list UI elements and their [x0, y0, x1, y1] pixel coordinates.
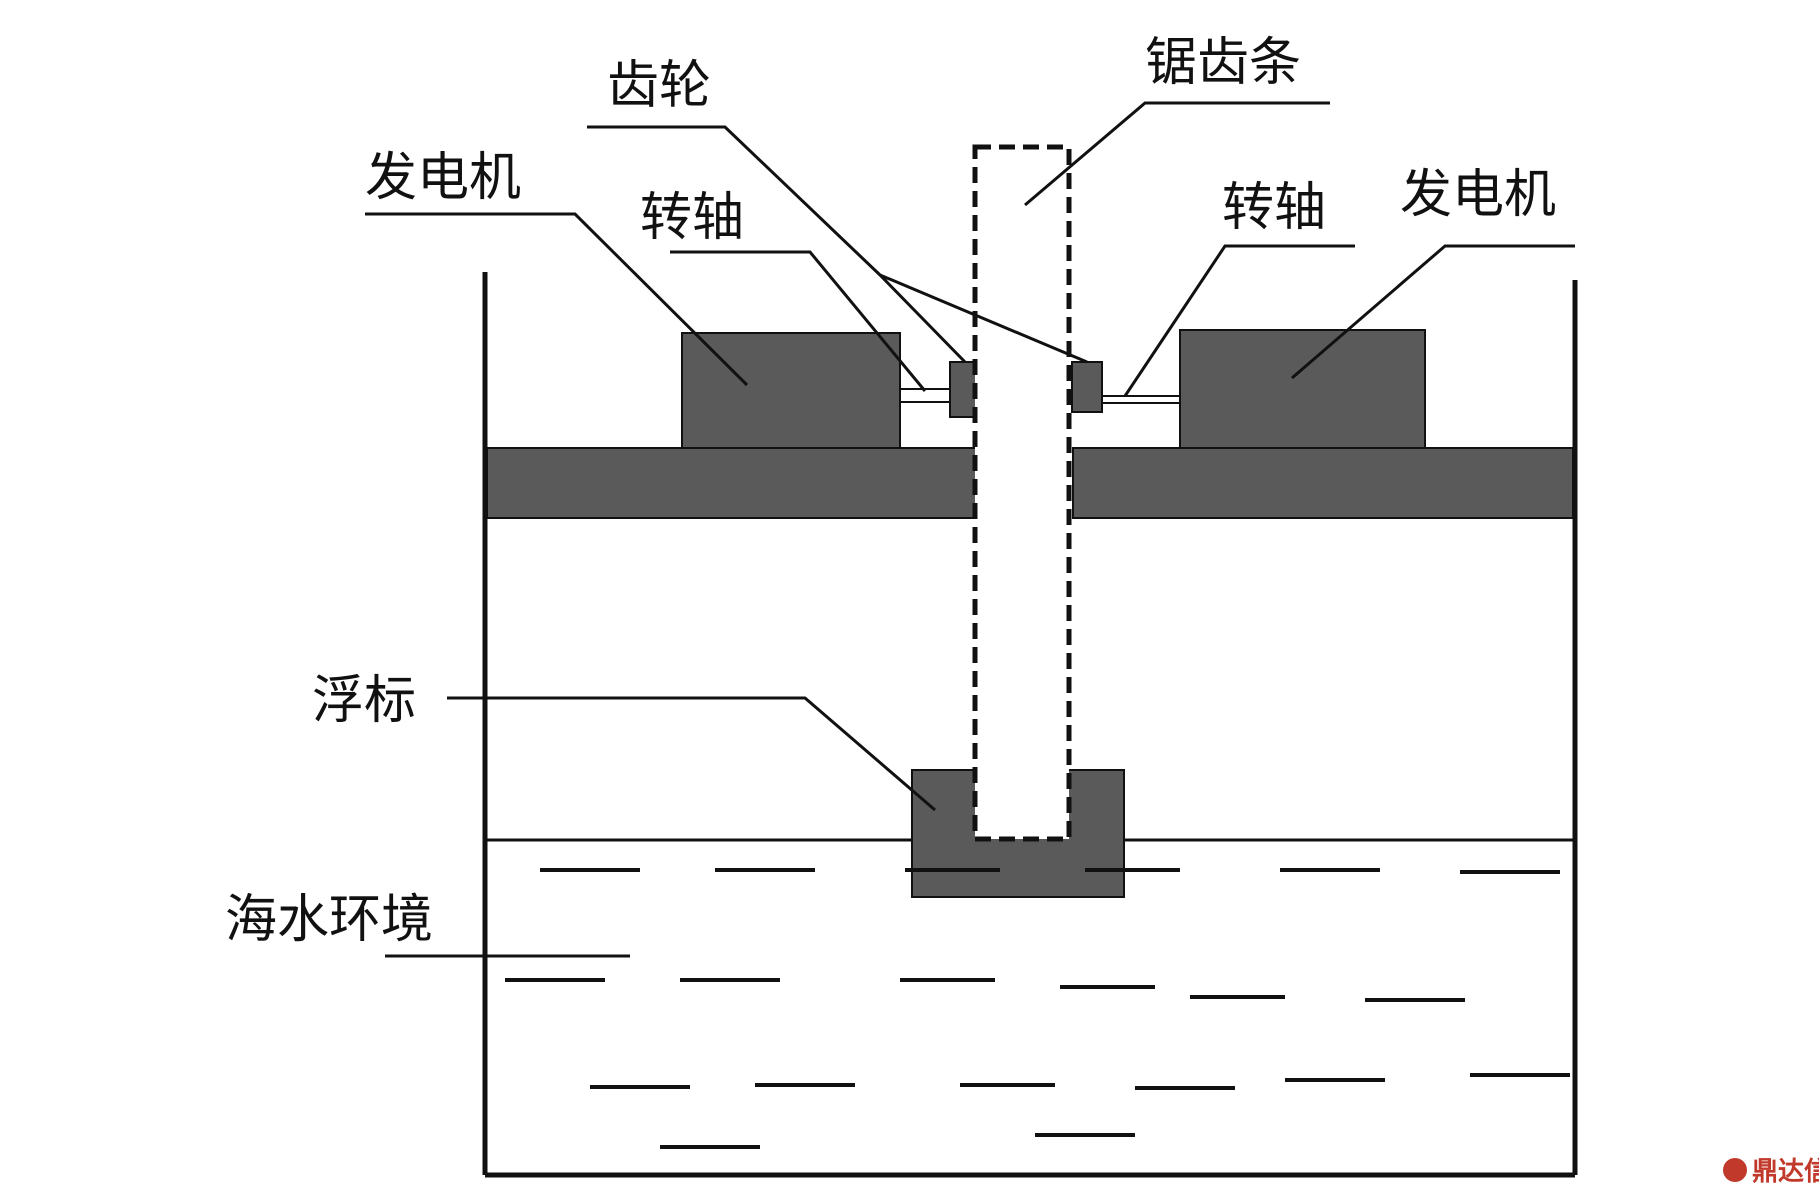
platform-right [1072, 447, 1574, 519]
rack-bar [972, 144, 1072, 842]
tank [482, 272, 1578, 1178]
generator-left-block [681, 332, 901, 449]
label-generator-left: 发电机 [365, 148, 521, 208]
leader-gear-right [879, 273, 1088, 364]
leader-generator-left [365, 212, 749, 387]
leader-shaft-right [1123, 244, 1355, 397]
label-shaft-right: 转轴 [1222, 178, 1326, 238]
leader-generator-right [1291, 244, 1575, 380]
leader-shaft-left [670, 250, 927, 392]
leader-lines [365, 101, 1575, 958]
gear-right [1071, 361, 1103, 413]
watermark-logo-icon [1723, 1158, 1747, 1182]
generator-right-block [1179, 329, 1426, 449]
leader-buoy [447, 696, 936, 812]
label-gear: 齿轮 [607, 56, 711, 116]
water-dashes [505, 868, 1570, 1149]
watermark: 鼎达信 [1723, 1157, 1819, 1187]
label-generator-right: 发电机 [1400, 165, 1556, 225]
watermark-text: 鼎达信 [1752, 1157, 1819, 1187]
leader-gear-left [587, 125, 967, 364]
label-shaft-left: 转轴 [640, 188, 744, 248]
label-buoy: 浮标 [312, 671, 416, 731]
label-rack: 锯齿条 [1145, 33, 1301, 93]
platform-left [486, 447, 978, 519]
leader-rack [1024, 101, 1330, 207]
label-seawater: 海水环境 [225, 890, 433, 950]
